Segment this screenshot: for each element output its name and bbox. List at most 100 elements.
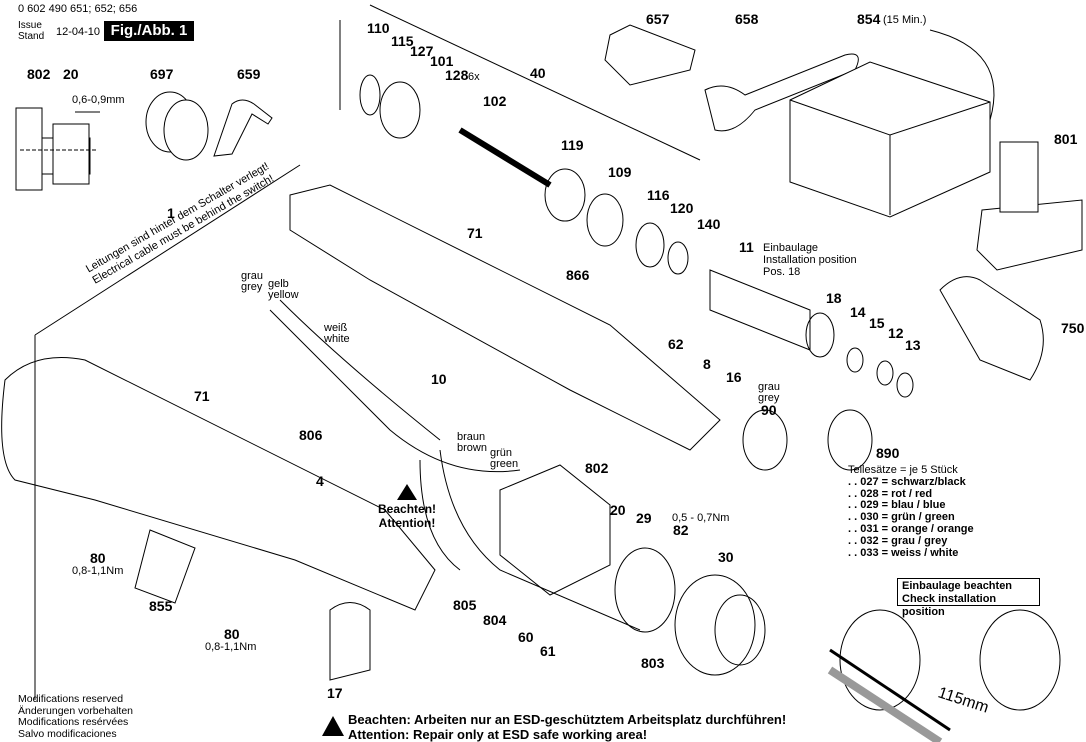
part-label: 80 — [90, 550, 106, 566]
part-label: 18 — [826, 290, 842, 306]
colored-ring-illustration — [827, 409, 873, 471]
part-label: 13 — [905, 337, 921, 353]
attention-label: Attention! — [378, 516, 436, 530]
housing-shell-illustration — [289, 184, 721, 451]
modifications-notice: Modifications reserved Änderungen vorbeh… — [18, 693, 134, 740]
t-handle-wrench-illustration — [604, 24, 696, 86]
mods-line: Modifications resérvées — [18, 716, 129, 728]
clutch-assembly-illustration — [359, 74, 689, 275]
wire-grey-de: grau — [241, 270, 264, 282]
part-label: 119 — [561, 137, 584, 153]
quantity-note: 6x — [468, 71, 480, 83]
check-box-de: Einbaulage beachten — [902, 580, 1013, 592]
open-wrench-illustration — [704, 53, 859, 132]
part-label: 803 — [641, 655, 665, 671]
part-label: 866 — [566, 267, 590, 283]
part-label: 10 — [431, 371, 447, 387]
belt-clip-illustration — [213, 99, 273, 157]
part-label: 71 — [194, 388, 210, 404]
part-label: 29 — [636, 510, 652, 526]
ring-color-sets: Teilesätze = je 5 Stück . . 027 = schwar… — [848, 464, 974, 559]
battery-charger-illustration — [789, 29, 995, 218]
battery-pack-illustration — [976, 141, 1083, 271]
part-label: 110 — [367, 20, 390, 36]
part-label: 30 — [718, 549, 734, 565]
part-label: 15 — [869, 315, 885, 331]
mods-line: Änderungen vorbehalten — [18, 704, 134, 717]
part-label: 657 — [646, 11, 670, 27]
part-label: 805 — [453, 597, 477, 613]
part-label: 17 — [327, 685, 343, 701]
part-label: 60 — [518, 629, 534, 645]
part-label: 12 — [888, 325, 904, 341]
grey-note-de: grau — [758, 381, 781, 393]
mods-line: Modifications reserved — [18, 693, 124, 705]
part-label: 806 — [299, 427, 323, 443]
part-label: 20 — [63, 66, 79, 82]
part-label: 82 — [673, 522, 689, 538]
part-label: 90 — [761, 402, 777, 418]
part-label: 801 — [1054, 131, 1078, 147]
part-label: 116 — [647, 187, 670, 203]
wire-brown-de: braun — [457, 431, 486, 443]
part-label: 8 — [703, 356, 711, 372]
part-label: 16 — [726, 369, 742, 385]
part-label: 658 — [735, 11, 759, 27]
part-label: 109 — [608, 164, 632, 180]
color-set-row: . . 031 = orange / orange — [848, 522, 974, 535]
install-note-de: Einbaulage — [763, 242, 819, 254]
part-label: 802 — [585, 460, 609, 476]
part-label: 71 — [467, 225, 483, 241]
color-set-row: . . 030 = grün / green — [848, 511, 955, 524]
part-label: 14 — [850, 304, 866, 320]
wire-white-en: white — [324, 333, 350, 345]
lower-cover-illustration — [329, 602, 371, 681]
part-label: 890 — [876, 445, 900, 461]
motor-illustration — [499, 464, 611, 596]
install-note-pos: Pos. 18 — [763, 266, 801, 278]
grey-note-en: grey — [758, 392, 780, 404]
warning-triangle-icon — [322, 716, 344, 736]
charge-time-note: (15 Min.) — [883, 14, 927, 26]
mods-line: Salvo modificaciones — [18, 727, 117, 740]
gearbox-illustration — [674, 574, 766, 676]
part-label: 1 — [167, 205, 175, 221]
issue-label: Issue — [18, 20, 42, 31]
beachten-label: Beachten! — [378, 502, 437, 516]
part-label: 802 — [27, 66, 51, 82]
part-label: 120 — [670, 200, 694, 216]
wire-white-de: weiß — [324, 322, 348, 334]
color-set-row: . . 027 = schwarz/black — [848, 475, 966, 488]
motor-plate-illustration — [614, 547, 676, 633]
check-installation-box: Einbaulage beachten Check installation p… — [897, 578, 1040, 618]
part-label: 102 — [483, 93, 507, 109]
part-label: 659 — [237, 66, 261, 82]
part-label: 115 — [391, 33, 414, 49]
esd-warning-de: Beachten: Arbeiten nur an ESD-geschützte… — [348, 712, 787, 727]
part-label: 61 — [540, 643, 556, 659]
model-numbers: 0 602 490 651; 652; 656 — [18, 3, 138, 15]
wire-brown-en: brown — [457, 442, 487, 454]
part-label: 750 — [1061, 320, 1085, 336]
part-label: 140 — [697, 216, 721, 232]
esd-warning-en: Attention: Repair only at ESD safe worki… — [348, 727, 648, 742]
warning-triangle-icon — [397, 484, 417, 500]
installation-detail-illustration — [827, 609, 1061, 742]
part-label: 697 — [150, 66, 174, 82]
wire-grey-en: grey — [241, 281, 263, 293]
part-label: 128 — [445, 67, 469, 83]
part-label: 80 — [224, 626, 240, 642]
part-label: 804 — [483, 612, 507, 628]
spindle-assembly-illustration — [709, 269, 914, 398]
grey-ring-illustration — [742, 409, 788, 471]
label-plate-illustration — [134, 529, 196, 604]
torque-82: 0,5 - 0,7Nm — [672, 512, 730, 524]
torque-80a: 0,8-1,1Nm — [72, 565, 124, 577]
part-label: 62 — [668, 336, 684, 352]
part-label: 4 — [316, 473, 324, 489]
part-label: 127 — [410, 43, 434, 59]
install-note-en: Installation position — [763, 254, 857, 266]
part-label: 854 — [857, 11, 881, 27]
